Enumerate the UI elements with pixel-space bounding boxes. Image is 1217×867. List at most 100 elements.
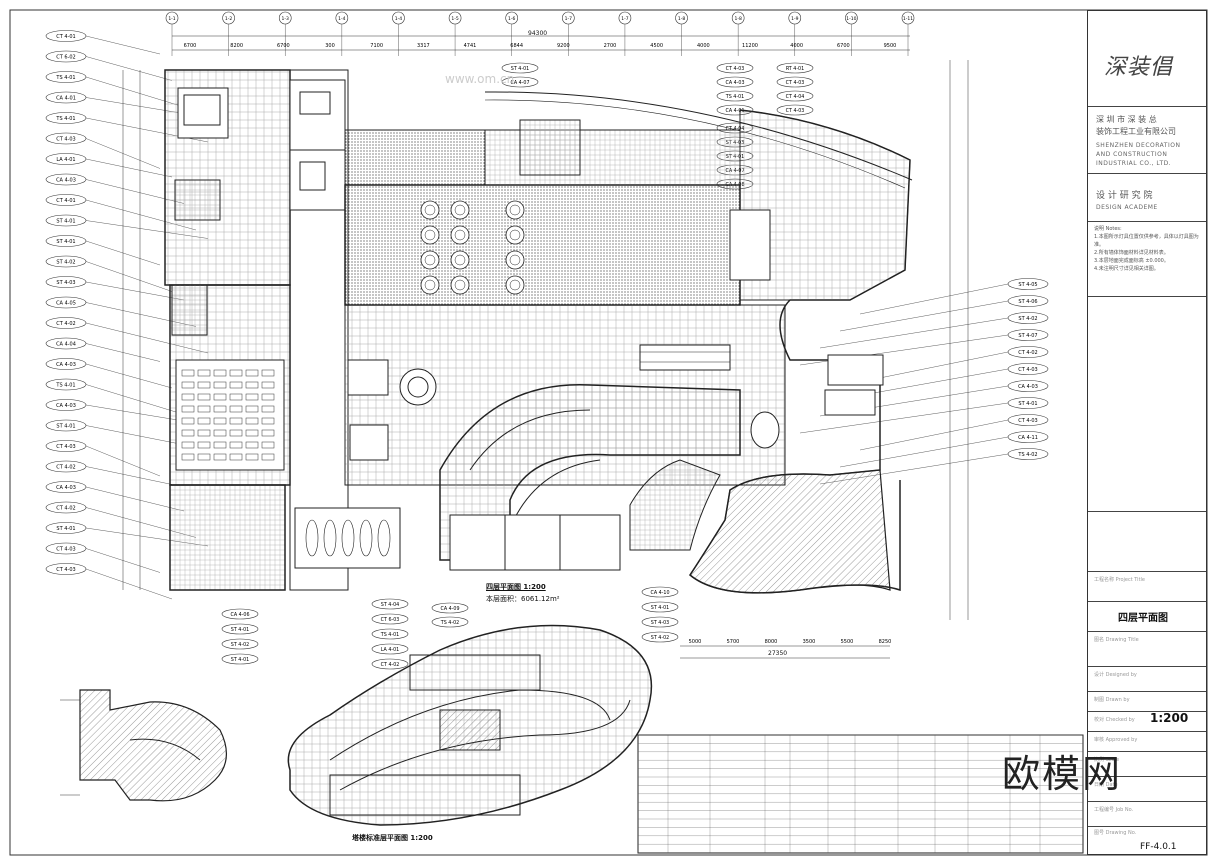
material-tag-label: ST 4-01 bbox=[511, 66, 529, 72]
title-block-divider bbox=[1088, 631, 1206, 632]
grid-label: 1-8 bbox=[734, 16, 741, 22]
floor-area-label: 本层面积：6061.12m² bbox=[486, 595, 560, 603]
note-line: 2.所有墙体饰面材料详见材料表。 bbox=[1094, 250, 1169, 256]
grid-bubble bbox=[448, 11, 462, 25]
grid-bubble bbox=[788, 11, 802, 25]
title-block: 深装倡 深 圳 市 深 装 总 装饰工程工业有限公司 SHENZHEN DECO… bbox=[1087, 10, 1207, 855]
sheet-border bbox=[9, 9, 1208, 856]
grid-label: 1-5 bbox=[451, 16, 458, 22]
grid-bubble bbox=[278, 11, 292, 25]
grid-bubble bbox=[505, 11, 518, 25]
material-tag-label: CT 4-03 bbox=[1018, 367, 1037, 373]
material-tag-label: CT 4-02 bbox=[56, 321, 75, 327]
material-tag bbox=[641, 616, 679, 628]
total-dimension-bottom: 27350 bbox=[768, 650, 788, 657]
material-tag-label: CT 4-04 bbox=[726, 126, 745, 132]
grid-bubble bbox=[845, 11, 858, 25]
banquet-table bbox=[505, 225, 525, 245]
material-tag-label: CA 4-07 bbox=[510, 80, 529, 86]
checked-by-label: 校对 Checked by bbox=[1094, 717, 1135, 723]
material-tag-label: ST 4-02 bbox=[56, 260, 75, 266]
material-tag-label: ST 4-01 bbox=[56, 239, 75, 245]
material-tag-label: TS 4-02 bbox=[440, 620, 459, 626]
drawn-by-label: 制图 Drawn by bbox=[1094, 697, 1130, 703]
material-tag-label: ST 4-03 bbox=[651, 620, 669, 626]
project-title-label: 工程名称 Project Title bbox=[1094, 577, 1146, 583]
grid-bubble bbox=[165, 11, 179, 25]
banquet-table bbox=[420, 200, 440, 220]
material-tag bbox=[776, 104, 814, 116]
dimension-value: 4500 bbox=[650, 43, 663, 49]
title-block-divider bbox=[1088, 296, 1206, 297]
grid-bubble bbox=[222, 11, 235, 25]
material-tag-label: CT 4-03 bbox=[726, 66, 745, 72]
plan-title: 四层平面图 1:200 bbox=[486, 583, 546, 591]
design-dept-en: DESIGN ACADEME bbox=[1096, 204, 1158, 211]
title-block-divider bbox=[1088, 801, 1206, 802]
banquet-table bbox=[420, 275, 440, 295]
material-tag-label: CA 4-01 bbox=[725, 108, 744, 114]
dimension-value: 5500 bbox=[841, 639, 854, 645]
dimension-value: 5700 bbox=[727, 639, 740, 645]
title-block-divider bbox=[1088, 751, 1206, 752]
company-name-cn-2: 装饰工程工业有限公司 bbox=[1096, 127, 1176, 136]
dimension-value: 7100 bbox=[370, 43, 383, 49]
material-tag-label: TS 4-01 bbox=[55, 383, 75, 389]
title-block-divider bbox=[1088, 691, 1206, 692]
material-tag-label: ST 4-06 bbox=[1018, 299, 1037, 305]
title-block-divider bbox=[1088, 666, 1206, 667]
grid-label: 1-4 bbox=[395, 16, 402, 22]
material-schedule-table bbox=[637, 734, 1084, 854]
material-tag bbox=[776, 76, 814, 88]
material-tag-label: ST 4-05 bbox=[1018, 282, 1037, 288]
dimension-value: 8200 bbox=[230, 43, 243, 49]
material-tag-label: CT 4-03 bbox=[786, 80, 805, 86]
material-tag-label: TS 4-01 bbox=[380, 632, 399, 638]
total-dimension-top: 94300 bbox=[528, 30, 548, 37]
material-tag-label: CT 6-02 bbox=[56, 55, 75, 61]
material-tag bbox=[776, 90, 814, 102]
material-tag bbox=[371, 613, 409, 625]
dimension-value: 3500 bbox=[803, 639, 816, 645]
material-tag bbox=[371, 643, 409, 655]
approved-by-label: 审核 Approved by bbox=[1094, 737, 1138, 743]
material-tag-label: TS 4-02 bbox=[1017, 452, 1037, 458]
material-tag bbox=[501, 76, 539, 88]
material-tag bbox=[221, 608, 259, 620]
design-dept-cn: 设 计 研 究 院 bbox=[1096, 191, 1153, 201]
material-tag bbox=[431, 602, 469, 614]
company-logo: 深装倡 bbox=[1104, 55, 1174, 80]
dimension-value: 11200 bbox=[742, 43, 758, 49]
material-tag-label: CA 4-11 bbox=[1018, 435, 1038, 441]
banquet-table bbox=[450, 275, 470, 295]
banquet-table bbox=[505, 275, 525, 295]
material-tag-label: CA 4-03 bbox=[56, 178, 76, 184]
material-tag-label: CT 4-03 bbox=[1018, 418, 1037, 424]
grid-bubble bbox=[731, 11, 745, 25]
material-tag bbox=[221, 638, 259, 650]
grid-bubble bbox=[675, 11, 688, 25]
material-tag-label: CT 4-04 bbox=[786, 94, 805, 100]
grid-label: 1-6 bbox=[508, 16, 515, 22]
material-tag-label: CT 4-02 bbox=[56, 465, 75, 471]
material-tag bbox=[641, 631, 679, 643]
material-tag-label: LA 4-01 bbox=[56, 157, 75, 163]
right-grid-axis bbox=[949, 60, 969, 620]
dimension-value: 6700 bbox=[277, 43, 290, 49]
key-plan-title: 塔楼标准层平面图 1:200 bbox=[352, 834, 433, 842]
material-tag-label: ST 4-02 bbox=[231, 642, 249, 648]
grid-bubble bbox=[335, 11, 349, 25]
grid-label: 1-7 bbox=[621, 16, 628, 22]
material-tag bbox=[776, 62, 814, 74]
grid-label: 1-11 bbox=[903, 16, 913, 22]
tower-typical-floor-plan bbox=[287, 624, 653, 826]
material-tag-label: CT 4-02 bbox=[381, 662, 400, 668]
material-tag-label: CT 4-03 bbox=[56, 137, 75, 143]
material-tag-label: RT 4-01 bbox=[786, 66, 804, 72]
title-block-divider bbox=[1088, 826, 1206, 827]
material-tag-label: CA 4-03 bbox=[1018, 384, 1038, 390]
grid-bubble bbox=[901, 11, 915, 25]
